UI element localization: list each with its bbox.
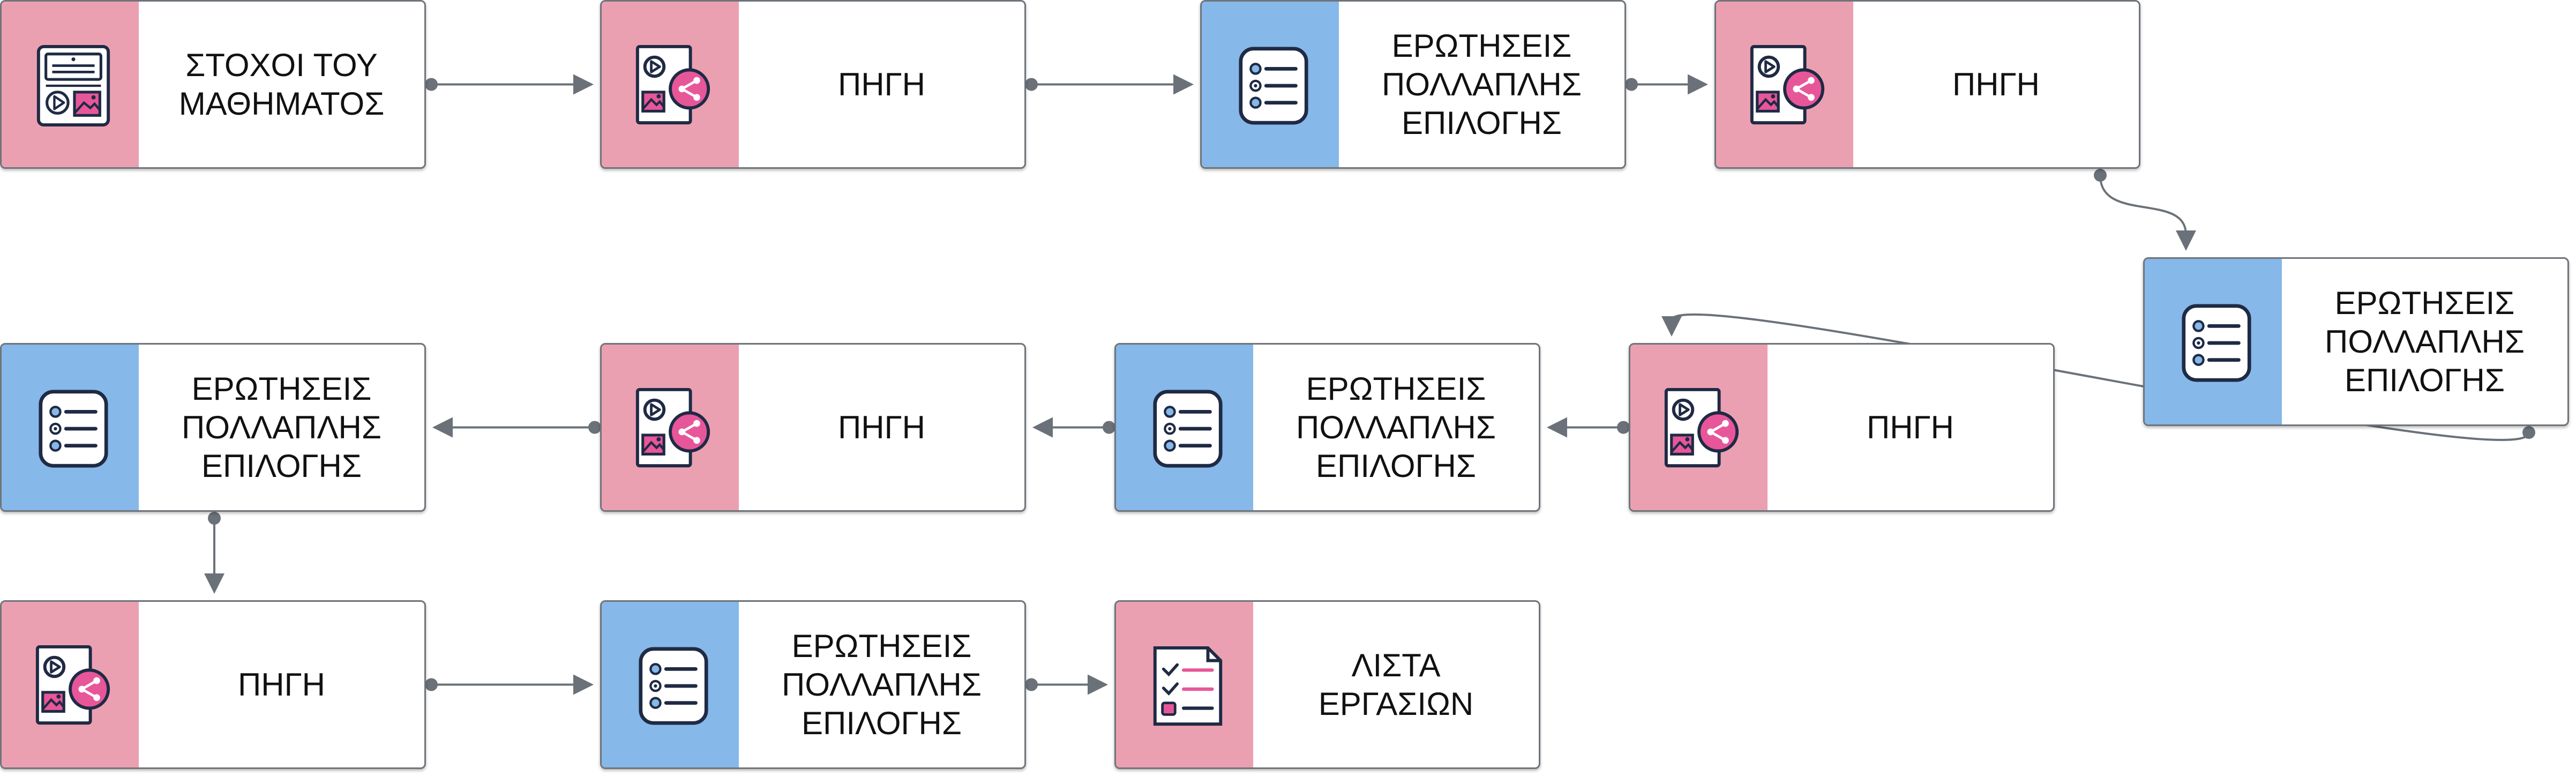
edge-n8-n9-start-dot bbox=[588, 421, 601, 434]
edge-n8-n9-arrowhead bbox=[432, 417, 453, 438]
edge-n7-n8-arrowhead bbox=[1032, 417, 1053, 438]
node-multiple-choice[interactable]: ΕΡΩΤΗΣΕΙΣ ΠΟΛΛΑΠΛΗΣ ΕΠΙΛΟΓΗΣ bbox=[600, 600, 1026, 769]
media-share-icon bbox=[634, 386, 713, 471]
media-share-icon bbox=[634, 43, 713, 128]
node-multiple-choice[interactable]: ΕΡΩΤΗΣΕΙΣ ΠΟΛΛΑΠΛΗΣ ΕΠΙΛΟΓΗΣ bbox=[2143, 257, 2569, 426]
node-multiple-choice[interactable]: ΕΡΩΤΗΣΕΙΣ ΠΟΛΛΑΠΛΗΣ ΕΠΙΛΟΓΗΣ bbox=[1200, 0, 1626, 169]
node-label: ΠΗΓΗ bbox=[837, 409, 926, 445]
node-label: ΠΗΓΗ bbox=[837, 66, 926, 102]
node-label: ΕΡΩΤΗΣΕΙΣ ΠΟΛΛΑΠΛΗΣ ΕΠΙΛΟΓΗΣ bbox=[1296, 370, 1496, 484]
node-label: ΛΙΣΤΑ ΕΡΓΑΣΙΩΝ bbox=[1318, 647, 1474, 722]
multiple-choice-icon bbox=[1234, 43, 1313, 128]
edge-n2-n3-arrowhead bbox=[1173, 74, 1194, 95]
edge-n11-n12-start-dot bbox=[1025, 678, 1038, 691]
edge-n1-n2-arrowhead bbox=[573, 74, 594, 95]
node-multiple-choice[interactable]: ΕΡΩΤΗΣΕΙΣ ΠΟΛΛΑΠΛΗΣ ΕΠΙΛΟΓΗΣ bbox=[1114, 343, 1540, 512]
edge-n3-n4-arrowhead bbox=[1688, 74, 1708, 95]
edge-n10-n11-arrowhead bbox=[573, 674, 594, 695]
node-source[interactable]: ΠΗΓΗ bbox=[1629, 343, 2055, 512]
edge-n5-n6-start-dot bbox=[2522, 426, 2535, 439]
node-label: ΠΗΓΗ bbox=[237, 666, 326, 703]
edge-n10-n11-start-dot bbox=[425, 678, 438, 691]
edge-n11-n12-arrowhead bbox=[1088, 674, 1108, 695]
multiple-choice-icon bbox=[34, 386, 113, 471]
edge-n4-n5-start-dot bbox=[2094, 169, 2107, 182]
node-lesson-objectives[interactable]: ΣΤΟΧΟΙ ΤΟΥ ΜΑΘΗΜΑΤΟΣ bbox=[0, 0, 426, 169]
objectives-icon bbox=[34, 43, 113, 128]
node-label: ΕΡΩΤΗΣΕΙΣ ΠΟΛΛΑΠΛΗΣ ΕΠΙΛΟΓΗΣ bbox=[782, 628, 982, 741]
node-label: ΕΡΩΤΗΣΕΙΣ ΠΟΛΛΑΠΛΗΣ ΕΠΙΛΟΓΗΣ bbox=[2325, 285, 2525, 398]
media-share-icon bbox=[1748, 43, 1828, 128]
edge-n5-n6-arrowhead bbox=[1661, 316, 1682, 337]
node-label: ΠΗΓΗ bbox=[1866, 409, 1955, 445]
edge-n3-n4-start-dot bbox=[1625, 78, 1638, 91]
node-task-list[interactable]: ΛΙΣΤΑ ΕΡΓΑΣΙΩΝ bbox=[1114, 600, 1540, 769]
node-source[interactable]: ΠΗΓΗ bbox=[1714, 0, 2140, 169]
node-label: ΕΡΩΤΗΣΕΙΣ ΠΟΛΛΑΠΛΗΣ ΕΠΙΛΟΓΗΣ bbox=[182, 370, 381, 484]
node-source[interactable]: ΠΗΓΗ bbox=[0, 600, 426, 769]
multiple-choice-icon bbox=[2177, 301, 2256, 385]
edge-n5-n6-curve bbox=[1671, 313, 2530, 441]
node-source[interactable]: ΠΗΓΗ bbox=[600, 0, 1026, 169]
edge-n4-n5-arrowhead bbox=[2176, 230, 2196, 251]
edge-n1-n2-start-dot bbox=[425, 78, 438, 91]
edge-n2-n3-start-dot bbox=[1025, 78, 1038, 91]
edge-n4-n5-curve bbox=[2099, 175, 2187, 235]
edge-n7-n8-start-dot bbox=[1103, 421, 1115, 434]
task-list-icon bbox=[1148, 644, 1227, 728]
node-label: ΠΗΓΗ bbox=[1952, 66, 2040, 102]
node-source[interactable]: ΠΗΓΗ bbox=[600, 343, 1026, 512]
media-share-icon bbox=[1663, 386, 1742, 471]
node-label: ΣΤΟΧΟΙ ΤΟΥ ΜΑΘΗΜΑΤΟΣ bbox=[178, 47, 385, 122]
edge-n9-n10-arrowhead bbox=[204, 573, 224, 594]
node-multiple-choice[interactable]: ΕΡΩΤΗΣΕΙΣ ΠΟΛΛΑΠΛΗΣ ΕΠΙΛΟΓΗΣ bbox=[0, 343, 426, 512]
edge-n6-n7-arrowhead bbox=[1547, 417, 1567, 438]
edge-n6-n7-start-dot bbox=[1617, 421, 1630, 434]
multiple-choice-icon bbox=[634, 644, 713, 728]
node-label: ΕΡΩΤΗΣΕΙΣ ΠΟΛΛΑΠΛΗΣ ΕΠΙΛΟΓΗΣ bbox=[1382, 27, 1582, 141]
multiple-choice-icon bbox=[1148, 386, 1227, 471]
media-share-icon bbox=[34, 644, 113, 728]
edge-n9-n10-start-dot bbox=[208, 512, 221, 525]
